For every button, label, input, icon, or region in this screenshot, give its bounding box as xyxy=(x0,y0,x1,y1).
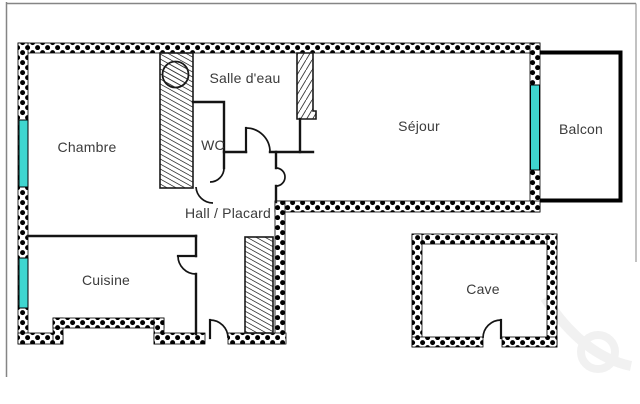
door-arc-wc xyxy=(209,167,225,183)
door-arc-hall-sejour xyxy=(275,167,286,187)
wall-bottom-mid xyxy=(153,332,206,345)
interior-walls xyxy=(26,100,315,336)
cave-wall-bottom-left xyxy=(411,336,484,348)
hatched-column-entry xyxy=(244,236,274,334)
wall-wc xyxy=(191,100,226,170)
room-label-cuisine: Cuisine xyxy=(81,272,131,288)
door-arc-chambre xyxy=(195,186,214,204)
cave-wall-left xyxy=(411,233,423,348)
column-circle xyxy=(161,60,190,89)
windows xyxy=(18,84,540,309)
wall-recess-top xyxy=(52,317,165,329)
room-label-wc: WC xyxy=(201,137,225,153)
cave-wall-bottom-right xyxy=(501,336,558,348)
room-label-sejour: Séjour xyxy=(398,118,440,134)
room-label-cave: Cave xyxy=(466,281,500,297)
watermark xyxy=(540,295,633,373)
cave-wall-top xyxy=(411,233,558,245)
door-arc-cave xyxy=(482,319,502,339)
room-label-salle-deau: Salle d'eau xyxy=(209,70,281,86)
door-swings xyxy=(177,127,502,339)
door-arc-cuisine xyxy=(177,255,197,275)
room-label-balcon: Balcon xyxy=(558,121,604,137)
window-chambre xyxy=(18,119,29,188)
exterior-walls xyxy=(17,42,558,348)
balcony-outline xyxy=(540,50,623,203)
door-leaves xyxy=(176,126,503,340)
scan-border xyxy=(5,2,637,377)
wall-top xyxy=(17,42,541,54)
door-arc-salledeau xyxy=(245,127,271,153)
door-arc-entry xyxy=(209,319,229,339)
window-sejour-balcon xyxy=(530,84,540,171)
wall-hall-right xyxy=(274,200,286,345)
hatched-blocks xyxy=(159,52,317,334)
cave-wall-right xyxy=(546,233,558,348)
wall-bottom-right xyxy=(227,332,287,345)
room-label-chambre: Chambre xyxy=(57,139,117,155)
room-label-hall-placard: Hall / Placard xyxy=(184,205,272,221)
wall-sejour-bottom xyxy=(274,200,541,213)
hatched-block-sejour xyxy=(296,52,317,120)
window-cuisine xyxy=(18,257,29,309)
